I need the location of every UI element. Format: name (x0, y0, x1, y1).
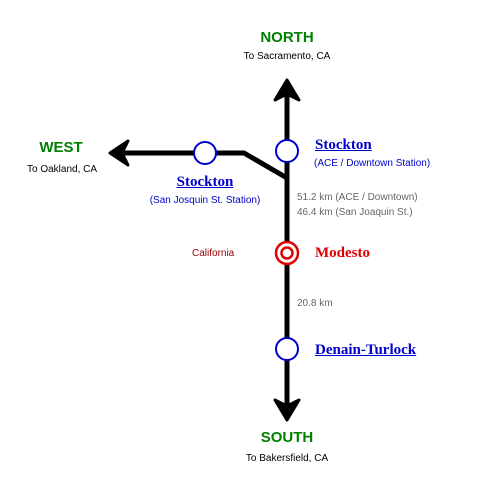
west-label: WEST (39, 139, 83, 156)
south-arrow-icon (273, 398, 301, 422)
north-destination: To Sacramento, CA (243, 51, 331, 62)
distance-south: 20.8 km (297, 298, 333, 309)
north-arrow-icon (273, 78, 301, 102)
stockton-sj-link[interactable]: Stockton (176, 174, 234, 190)
modesto-station-center-icon (280, 246, 294, 260)
denair-station-marker[interactable] (275, 337, 299, 361)
south-destination: To Bakersfield, CA (245, 453, 329, 464)
stockton-ace-subtitle: (ACE / Downtown Station) (314, 158, 431, 169)
west-track (124, 150, 289, 181)
denair-link[interactable]: Denain-Turlock (315, 342, 417, 358)
stockton-sj-subtitle: (San Josquin St. Station) (149, 195, 261, 206)
west-destination: To Oakland, CA (26, 164, 98, 175)
modesto-region: California (192, 248, 235, 259)
west-arrow-icon (108, 139, 130, 167)
distance-sj: 46.4 km (San Joaquin St.) (297, 207, 413, 218)
distance-ace: 51.2 km (ACE / Downtown) (297, 192, 418, 203)
modesto-station-name: Modesto (315, 245, 370, 261)
stockton-sj-station-marker[interactable] (193, 141, 217, 165)
stockton-ace-station-marker[interactable] (275, 139, 299, 163)
stockton-ace-link[interactable]: Stockton (315, 137, 372, 153)
north-label: NORTH (260, 29, 314, 46)
south-label: SOUTH (260, 429, 314, 446)
